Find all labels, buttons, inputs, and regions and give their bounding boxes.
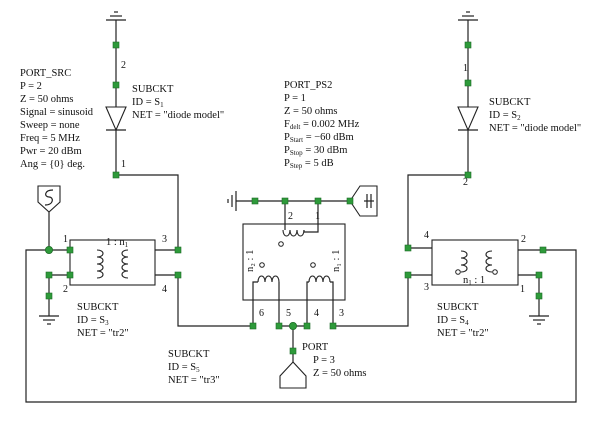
pin-label: 1	[520, 284, 525, 295]
port-3-params: PORT P = 3 Z = 50 ohms	[302, 342, 366, 379]
subckt-id: ID = S1	[132, 97, 164, 109]
subckt-s4-params: SUBCKT ID = S4 NET = "tr2"	[437, 302, 489, 339]
diode-s2-icon	[457, 106, 479, 132]
ground-top-left-icon	[106, 11, 126, 26]
port-3-p: P = 3	[313, 355, 335, 366]
port-src-line: Pwr = 20 dBm	[20, 146, 82, 157]
connection-nodes	[45, 41, 547, 355]
port-ps2-pstep: PStep = 5 dB	[284, 158, 334, 170]
pin-label: 6	[259, 308, 264, 319]
subckt-id: ID = S3	[77, 315, 109, 327]
subckt-s2-params: SUBCKT ID = S2 NET = "diode model"	[489, 97, 581, 134]
subckt-id: ID = S2	[489, 110, 521, 122]
ground-left-icon	[39, 315, 59, 325]
subckt-net: NET = "tr2"	[77, 328, 129, 339]
diode-s1-icon	[105, 106, 127, 132]
pin-label: 1	[63, 234, 68, 245]
port-src-line: Freq = 5 MHz	[20, 133, 80, 144]
port-src-line: P = 2	[20, 81, 42, 92]
port-3-title: PORT	[302, 342, 329, 353]
transformer-s3	[69, 239, 156, 286]
ground-top-right-icon	[458, 11, 478, 26]
pin-label: 4	[162, 284, 167, 295]
port-src-line: Signal = sinusoid	[20, 107, 94, 118]
pin-label: 2	[521, 234, 526, 245]
subckt-title: SUBCKT	[77, 302, 119, 313]
port-ps2-pstop: PStop = 30 dBm	[284, 145, 347, 157]
port-src-line: Z = 50 ohms	[20, 94, 73, 105]
transformer-s4	[431, 239, 519, 286]
subckt-s5-params: SUBCKT ID = S5 NET = "tr3"	[168, 349, 220, 386]
transformer-s4-ratio: n1 : 1	[463, 275, 485, 287]
transformer-s5-right-ratio: n₁ : 1	[331, 250, 342, 272]
port-ps2-title: PORT_PS2	[284, 80, 332, 91]
pin-label: 3	[339, 308, 344, 319]
port-src-line: Sweep = none	[20, 120, 80, 131]
port-ps2-z: Z = 50 ohms	[284, 106, 337, 117]
pin-label: 1	[121, 159, 126, 170]
subckt-net: NET = "diode model"	[132, 110, 224, 121]
subckt-title: SUBCKT	[168, 349, 210, 360]
pin-label: 1	[315, 211, 320, 222]
port-src-params: PORT_SRC P = 2 Z = 50 ohms Signal = sinu…	[20, 68, 94, 170]
subckt-net: NET = "tr3"	[168, 375, 220, 386]
pin-label: 2	[63, 284, 68, 295]
transformer-s3-ratio: 1 : n1	[106, 237, 129, 249]
pin-labels: 2 1 1 2 1 2 3 4 1 2 3 4 1 2 3 4 5 6	[63, 60, 526, 319]
port-ps2-params: PORT_PS2 P = 1 Z = 50 ohms Fdelt = 0.002…	[284, 80, 360, 170]
sinusoid-source-icon	[37, 185, 61, 213]
subckt-id: ID = S4	[437, 315, 469, 327]
pin-label: 5	[286, 308, 291, 319]
pin-label: 3	[162, 234, 167, 245]
subckt-id: ID = S5	[168, 362, 200, 374]
subckt-s1-params: SUBCKT ID = S1 NET = "diode model"	[132, 84, 224, 121]
subckt-s3-params: SUBCKT ID = S3 NET = "tr2"	[77, 302, 129, 339]
ground-right-icon	[529, 315, 549, 325]
pin-label: 1	[463, 63, 468, 74]
pin-label: 3	[424, 282, 429, 293]
subckt-title: SUBCKT	[437, 302, 479, 313]
pin-label: 4	[314, 308, 319, 319]
pin-label: 2	[463, 177, 468, 188]
subckt-net: NET = "diode model"	[489, 123, 581, 134]
pin-label: 2	[288, 211, 293, 222]
port-src-line: Ang = {0} deg.	[20, 159, 85, 170]
pin-label: 4	[424, 230, 429, 241]
port-ps2-fdelt: Fdelt = 0.002 MHz	[284, 119, 360, 131]
port-ps2-p: P = 1	[284, 93, 306, 104]
subckt-net: NET = "tr2"	[437, 328, 489, 339]
port-src-title: PORT_SRC	[20, 68, 71, 79]
pin-label: 2	[121, 60, 126, 71]
transformer-s5	[242, 223, 346, 301]
port-3-z: Z = 50 ohms	[313, 368, 366, 379]
power-sweep-port-icon	[349, 185, 378, 217]
subckt-title: SUBCKT	[132, 84, 174, 95]
ground-center-icon	[227, 191, 237, 211]
subckt-title: SUBCKT	[489, 97, 531, 108]
port-ps2-pstart: PStart = −60 dBm	[284, 132, 354, 144]
port-3-icon	[279, 361, 307, 389]
transformer-s5-left-ratio: n₂ : 1	[245, 250, 256, 272]
